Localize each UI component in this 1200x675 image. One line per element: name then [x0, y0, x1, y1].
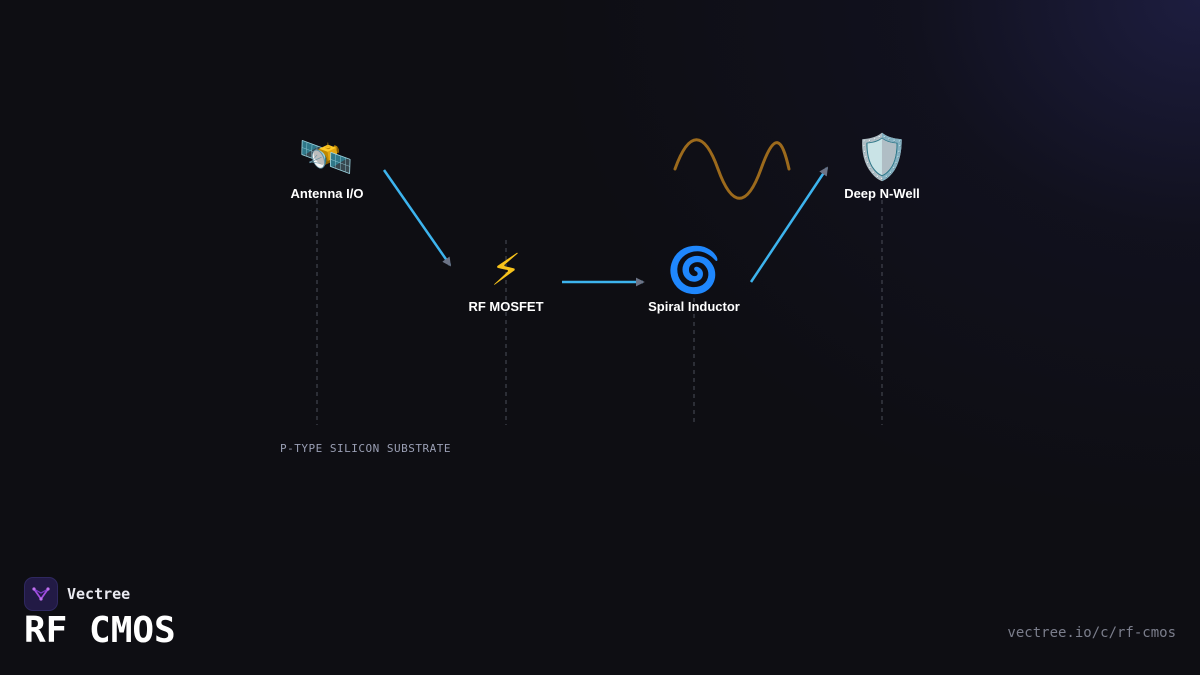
- substrate-label: P-TYPE SILICON SUBSTRATE: [280, 442, 451, 455]
- node-label-inductor: Spiral Inductor: [648, 299, 740, 314]
- arrow-antenna-to-mosfet: [382, 169, 452, 267]
- satellite-antenna-icon: 🛰️: [299, 132, 354, 183]
- node-label-antenna: Antenna I/O: [291, 186, 364, 201]
- node-antenna: 🛰️ Antenna I/O: [291, 132, 364, 201]
- arrow-inductor-to-nwell: [749, 166, 829, 283]
- brand: Vectree: [24, 577, 130, 611]
- node-nwell: 🛡️ Deep N-Well: [844, 132, 920, 201]
- vectree-logo-icon: [24, 577, 58, 611]
- node-label-mosfet: RF MOSFET: [468, 299, 543, 314]
- node-mosfet: ⚡ RF MOSFET: [468, 245, 543, 314]
- signal-wave: [673, 138, 791, 200]
- brand-name: Vectree: [67, 585, 131, 603]
- shield-icon: 🛡️: [855, 132, 910, 183]
- lightning-icon: ⚡: [491, 245, 522, 296]
- page-url[interactable]: vectree.io/c/rf-cmos: [1007, 625, 1176, 641]
- node-inductor: 🌀 Spiral Inductor: [648, 243, 740, 314]
- spiral-icon: 🌀: [667, 243, 722, 296]
- node-label-nwell: Deep N-Well: [844, 186, 920, 201]
- page-title: RF CMOS: [24, 610, 176, 651]
